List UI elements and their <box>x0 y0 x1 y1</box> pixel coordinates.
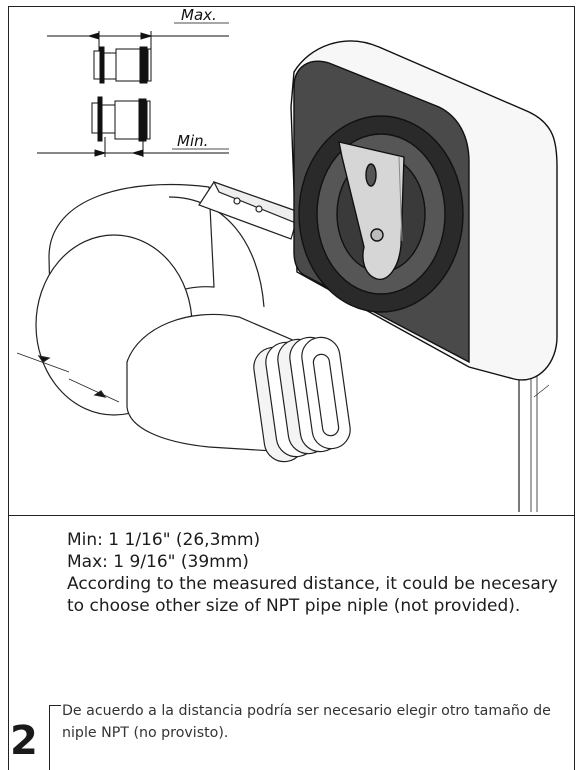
dispenser-housing <box>290 40 558 381</box>
installation-illustration: Max. Min. <box>16 7 558 512</box>
instruction-text-english: Min: 1 1/16" (26,3mm) Max: 1 9/16" (39mm… <box>67 529 567 617</box>
note-english: According to the measured distance, it c… <box>67 574 558 616</box>
mounting-bracket <box>198 180 302 240</box>
wall-outline <box>518 362 550 512</box>
dimension-inset <box>37 22 229 157</box>
oval-connector <box>126 313 351 463</box>
instruction-box <box>8 516 575 770</box>
step-divider-tick <box>49 705 61 707</box>
illustration-frame: Max. Min. <box>8 6 575 516</box>
max-dimension-label: Max. <box>181 7 217 24</box>
min-dimension-label: Min. <box>177 132 208 150</box>
step-divider <box>49 705 51 770</box>
max-measurement: Max: 1 9/16" (39mm) <box>67 552 249 572</box>
step-number: 2 <box>10 718 38 764</box>
note-spanish: De acuerdo a la distancia podría ser nec… <box>62 703 551 741</box>
min-measurement: Min: 1 1/16" (26,3mm) <box>67 530 261 550</box>
